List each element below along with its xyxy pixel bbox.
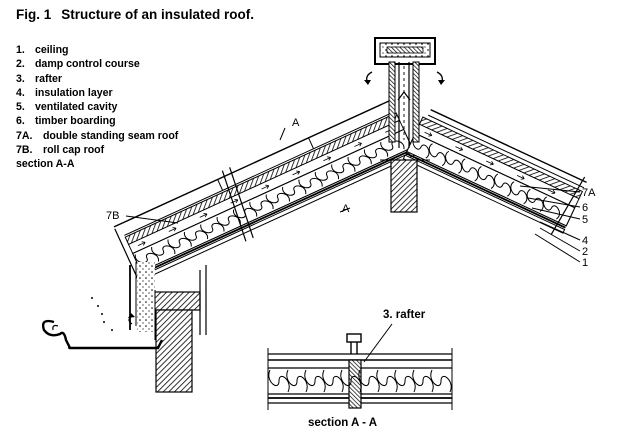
left-insulation-waves (134, 140, 405, 264)
callout-4: 4 (582, 235, 588, 247)
section-mark-a-bottom: A (342, 203, 350, 215)
callout-1: 1 (582, 257, 588, 269)
legend-item: 7A. double standing seam roof (16, 129, 179, 142)
insulation-wave (268, 369, 452, 393)
gutter (41, 297, 164, 350)
airflow-arrow (168, 227, 177, 232)
legend-item: 6. timber boarding (16, 115, 116, 128)
callout-7B: 7B (106, 210, 119, 222)
right-insulation-waves (412, 135, 560, 220)
eaves-detail (129, 262, 207, 393)
legend-item: 1. ceiling (16, 44, 69, 56)
figure-number: Fig. 1 (16, 7, 52, 22)
callout-leaders (125, 127, 581, 263)
section-mark-a-top: A (292, 117, 300, 129)
callout-6: 6 (582, 202, 588, 214)
right-roof-slope (402, 109, 587, 235)
airflow-arrow (292, 170, 301, 176)
legend-item: 3. rafter (16, 72, 63, 85)
legend-item: 2. damp control course (16, 58, 140, 71)
section-label: section A - A (308, 417, 377, 429)
insulation-wave (412, 135, 560, 220)
airflow-arrow (199, 213, 208, 218)
left-roof-slope (113, 99, 417, 286)
callout-7A: 7A (582, 187, 596, 199)
airflow-arrow (230, 198, 239, 204)
section-detail (267, 323, 453, 410)
callout-5: 5 (582, 214, 588, 226)
insulation-wave (134, 140, 405, 264)
right-airflow-arrows (424, 131, 556, 195)
airflow-arrow (424, 131, 433, 137)
figure-title-text: Structure of an insulated roof. (61, 7, 255, 22)
ridge-vent (364, 37, 445, 148)
callout-2: 2 (582, 246, 588, 258)
airflow-arrow (516, 174, 525, 180)
airflow-arrow (354, 142, 362, 147)
legend-item: 5. ventilated cavity (16, 101, 118, 114)
figure-title: Fig. 1 Structure of an insulated roof. (16, 7, 254, 22)
detail-insulation-waves (268, 369, 452, 393)
airflow-arrow (323, 156, 332, 162)
legend-item: 4. insulation layer (16, 86, 113, 99)
legend-item-section: section A-A (16, 158, 75, 171)
airflow-arrow (137, 241, 146, 246)
rafter-label: 3. rafter (383, 309, 426, 321)
airflow-arrow (455, 146, 464, 151)
ridge-beam (390, 159, 418, 213)
legend-item: 7B. roll cap roof (16, 144, 105, 157)
airflow-arrow (547, 189, 556, 195)
legend-list: 1. ceiling 2. damp control course 3. raf… (16, 43, 178, 172)
left-airflow-arrows (137, 128, 393, 246)
airflow-arrow (261, 184, 270, 190)
airflow-arrow (486, 160, 494, 166)
